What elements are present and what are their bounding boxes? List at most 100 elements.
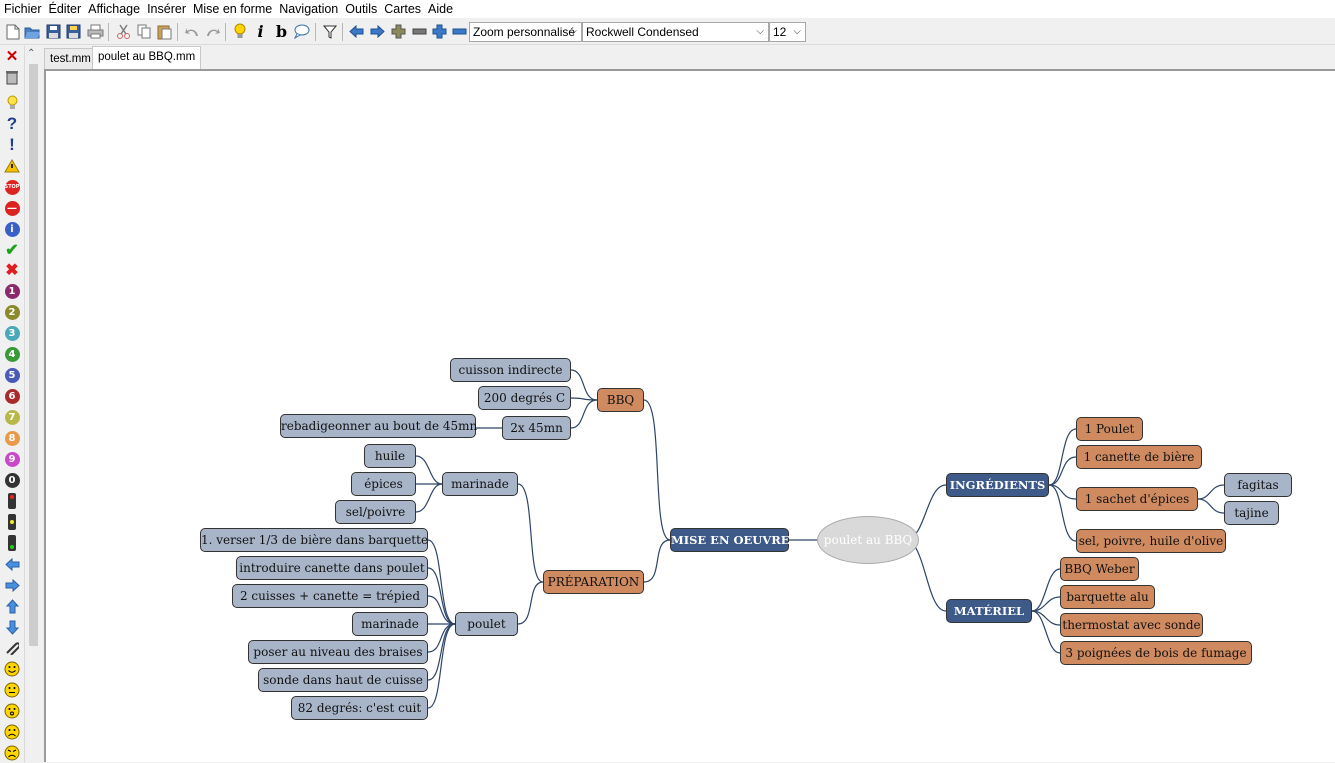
priority-3-icon[interactable]: 3	[2, 323, 22, 343]
node-marinade-child[interactable]: sel/poivre	[335, 500, 416, 524]
checkmark-icon[interactable]: ✔	[5, 242, 19, 259]
node-materiel-item[interactable]: barquette alu	[1060, 585, 1155, 609]
menu-aide[interactable]: Aide	[428, 2, 454, 16]
priority-9-icon[interactable]: 9	[2, 449, 22, 469]
node-poulet-step[interactable]: 1. verser 1/3 de bière dans barquette	[200, 528, 428, 552]
menu-fichier[interactable]: Fichier	[4, 2, 42, 16]
traffic-light-red-icon[interactable]	[2, 491, 22, 511]
save-icon[interactable]	[44, 22, 63, 41]
question-icon[interactable]: ?	[6, 114, 18, 133]
node-poulet-step[interactable]: marinade	[352, 612, 428, 636]
smiley-neutral-icon[interactable]	[2, 680, 22, 700]
priority-7-icon[interactable]: 7	[2, 407, 22, 427]
add-node-icon[interactable]	[389, 22, 408, 41]
priority-8-icon[interactable]: 8	[2, 428, 22, 448]
priority-2-icon[interactable]: 2	[2, 302, 22, 322]
stop-icon[interactable]: STOP	[2, 177, 22, 197]
node-poulet-step[interactable]: poser au niveau des braises	[248, 640, 428, 664]
tab-poulet-au-bbq[interactable]: poulet au BBQ.mm	[92, 46, 202, 69]
node-epice-option[interactable]: tajine	[1224, 501, 1279, 525]
idea-bulb-icon[interactable]	[2, 93, 22, 113]
menu-cartes[interactable]: Cartes	[384, 2, 422, 16]
redo-icon[interactable]	[203, 22, 222, 41]
zoom-in-icon[interactable]	[430, 22, 449, 41]
new-file-icon[interactable]	[3, 22, 22, 41]
trash-icon[interactable]	[2, 67, 22, 87]
node-materiel-item[interactable]: thermostat avec sonde	[1060, 613, 1203, 637]
node-root[interactable]: poulet au BBQ	[817, 516, 919, 564]
arrow-left-icon[interactable]	[347, 22, 366, 41]
font-select[interactable]: Rockwell Condensed⌵	[582, 22, 769, 42]
priority-5-icon[interactable]: 5	[2, 365, 22, 385]
remove-node-icon[interactable]	[410, 22, 429, 41]
node-poulet-step[interactable]: sonde dans haut de cuisse	[258, 668, 428, 692]
chevron-up-icon[interactable]: ⌃	[27, 48, 36, 59]
exclamation-icon[interactable]: !	[9, 135, 15, 154]
scrollbar-thumb[interactable]	[29, 64, 38, 646]
node-ingredient[interactable]: 1 sachet d'épices	[1076, 487, 1198, 511]
filter-icon[interactable]	[320, 22, 339, 41]
smiley-surprised-icon[interactable]	[2, 701, 22, 721]
arrow-right-icon[interactable]	[368, 22, 387, 41]
node-bbq-child[interactable]: cuisson indirecte	[450, 358, 571, 382]
node-bbq[interactable]: BBQ	[597, 388, 644, 412]
attachment-icon[interactable]	[2, 638, 22, 658]
warning-icon[interactable]	[2, 156, 22, 176]
traffic-light-green-icon[interactable]	[2, 533, 22, 553]
node-marinade-child[interactable]: huile	[364, 444, 416, 468]
node-epice-option[interactable]: fagitas	[1224, 473, 1292, 497]
smiley-angry-icon[interactable]	[2, 743, 22, 763]
copy-icon[interactable]	[135, 22, 154, 41]
menu-affichage[interactable]: Affichage	[88, 2, 141, 16]
arrow-forward-icon[interactable]	[2, 575, 22, 595]
font-size-select[interactable]: 12⌵	[769, 22, 806, 42]
menu-mise-en-forme[interactable]: Mise en forme	[192, 2, 273, 16]
italic-icon[interactable]: i	[257, 22, 264, 41]
node-ingredients[interactable]: INGRÉDIENTS	[946, 473, 1049, 497]
menu-editer[interactable]: Éditer	[48, 2, 82, 16]
bold-icon[interactable]: b	[275, 22, 288, 41]
paste-icon[interactable]	[155, 22, 174, 41]
node-materiel[interactable]: MATÉRIEL	[946, 599, 1032, 623]
remove-last-icon-icon[interactable]: ✕	[5, 48, 19, 65]
arrow-back-icon[interactable]	[2, 554, 22, 574]
node-marinade-child[interactable]: épices	[351, 472, 416, 496]
node-poulet-step[interactable]: introduire canette dans poulet	[236, 556, 428, 580]
node-poulet-step[interactable]: 2 cuisses + canette = trépied	[232, 584, 428, 608]
node-bbq-child[interactable]: 2x 45mn	[502, 416, 571, 440]
arrow-up-icon[interactable]	[2, 596, 22, 616]
print-icon[interactable]	[86, 22, 105, 41]
node-ingredient[interactable]: 1 canette de bière	[1076, 445, 1202, 469]
node-ingredient[interactable]: 1 Poulet	[1076, 417, 1143, 441]
priority-4-icon[interactable]: 4	[2, 344, 22, 364]
info-icon[interactable]: i	[2, 219, 22, 239]
no-entry-icon[interactable]: —	[2, 198, 22, 218]
node-mise-en-oeuvre[interactable]: MISE EN OEUVRE	[670, 528, 790, 552]
save-as-icon[interactable]	[64, 22, 83, 41]
priority-0-icon[interactable]: 0	[2, 470, 22, 490]
menu-inserer[interactable]: Insérer	[147, 2, 186, 16]
node-materiel-item[interactable]: BBQ Weber	[1060, 557, 1139, 581]
node-bbq-child[interactable]: 200 degrés C	[478, 386, 571, 410]
node-marinade[interactable]: marinade	[442, 472, 518, 496]
smiley-happy-icon[interactable]	[2, 659, 22, 679]
node-ingredient[interactable]: sel, poivre, huile d'olive	[1076, 529, 1226, 553]
smiley-sad-icon[interactable]	[2, 722, 22, 742]
zoom-select[interactable]: Zoom personnalisé⌵	[469, 22, 582, 42]
node-materiel-item[interactable]: 3 poignées de bois de fumage	[1060, 641, 1252, 665]
icon-sidebar-scrollbar[interactable]: ⌃	[24, 46, 41, 762]
node-preparation[interactable]: PRÉPARATION	[543, 570, 644, 594]
cut-icon[interactable]	[114, 22, 133, 41]
lightbulb-icon[interactable]	[230, 22, 249, 41]
tab-test-mm[interactable]: test.mm	[44, 48, 97, 69]
mindmap-canvas[interactable]: poulet au BBQ MISE EN OEUVRE BBQ cuisson…	[44, 69, 1335, 762]
menu-navigation[interactable]: Navigation	[279, 2, 339, 16]
undo-icon[interactable]	[182, 22, 201, 41]
node-poulet[interactable]: poulet	[455, 612, 518, 636]
priority-6-icon[interactable]: 6	[2, 386, 22, 406]
menu-outils[interactable]: Outils	[345, 2, 378, 16]
open-folder-icon[interactable]	[23, 22, 42, 41]
note-bubble-icon[interactable]	[292, 22, 311, 41]
priority-1-icon[interactable]: 1	[2, 281, 22, 301]
arrow-down-icon[interactable]	[2, 617, 22, 637]
